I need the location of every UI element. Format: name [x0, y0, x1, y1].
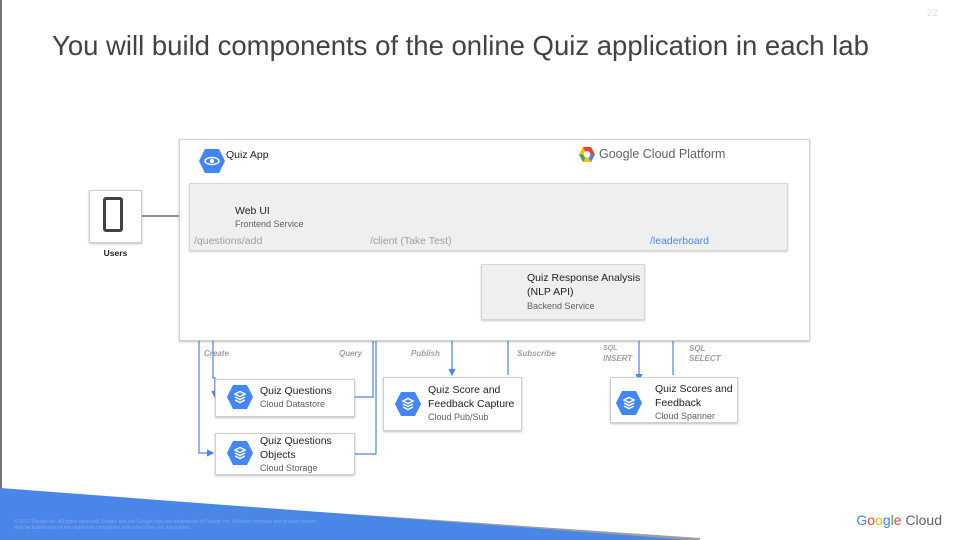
- storage-icon: [227, 441, 253, 465]
- users-label: Users: [103, 248, 128, 258]
- route-client: /client (Take Test): [370, 235, 452, 247]
- google-cloud-logo: Google Cloud: [856, 512, 942, 528]
- backend-title-line2: (NLP API): [527, 286, 574, 298]
- datastore-title: Quiz Questions: [260, 385, 332, 397]
- legal-text: © 2017 Google Inc. All rights reserved. …: [14, 519, 317, 531]
- edge-label-query: Query: [339, 349, 363, 358]
- pubsub-title-line1: Quiz Score and: [428, 384, 501, 396]
- storage-title-line1: Quiz Questions: [260, 435, 332, 447]
- edge-label-sql-insert-1: SQL: [603, 345, 618, 352]
- edge-label-sql-select-2: SELECT: [689, 354, 721, 363]
- edge-label-publish: Publish: [411, 349, 440, 358]
- route-leaderboard: /leaderboard: [650, 235, 709, 247]
- web-ui-title: Web UI: [235, 205, 270, 217]
- spanner-title-line2: Feedback: [655, 397, 702, 409]
- pubsub-icon: [395, 392, 421, 416]
- page-number: 22: [926, 8, 938, 19]
- app-label: Quiz App: [226, 149, 269, 161]
- slide-title: You will build components of the online …: [52, 30, 869, 61]
- datastore-icon: [227, 385, 253, 409]
- footer-band: [0, 488, 700, 540]
- backend-subtitle: Backend Service: [527, 301, 595, 311]
- edge-label-create: Create: [204, 349, 229, 358]
- web-ui-subtitle: Frontend Service: [235, 219, 304, 229]
- backend-service-node: [481, 264, 645, 320]
- spanner-title-line1: Quiz Scores and: [655, 383, 733, 395]
- storage-title-line2: Objects: [260, 449, 296, 461]
- web-ui-node: [189, 183, 788, 251]
- spanner-subtitle: Cloud Spanner: [655, 411, 716, 421]
- edge-label-sql-insert-2: INSERT: [603, 354, 633, 363]
- pubsub-title-line2: Feedback Capture: [428, 398, 515, 410]
- datastore-subtitle: Cloud Datastore: [260, 399, 326, 409]
- storage-subtitle: Cloud Storage: [260, 463, 318, 473]
- gcp-logo-icon: [579, 147, 595, 162]
- edge-label-subscribe: Subscribe: [517, 349, 556, 358]
- backend-title-line1: Quiz Response Analysis: [527, 272, 641, 284]
- edge-label-sql-select-1: SQL: [689, 344, 706, 353]
- slide-left-edge: [0, 0, 2, 540]
- spanner-icon: [616, 391, 642, 415]
- phone-icon: [103, 197, 123, 232]
- route-questions-add: /questions/add: [194, 235, 263, 247]
- pubsub-subtitle: Cloud Pub/Sub: [428, 412, 489, 422]
- platform-label: Google Cloud Platform: [599, 147, 726, 161]
- app-engine-icon: [199, 149, 225, 173]
